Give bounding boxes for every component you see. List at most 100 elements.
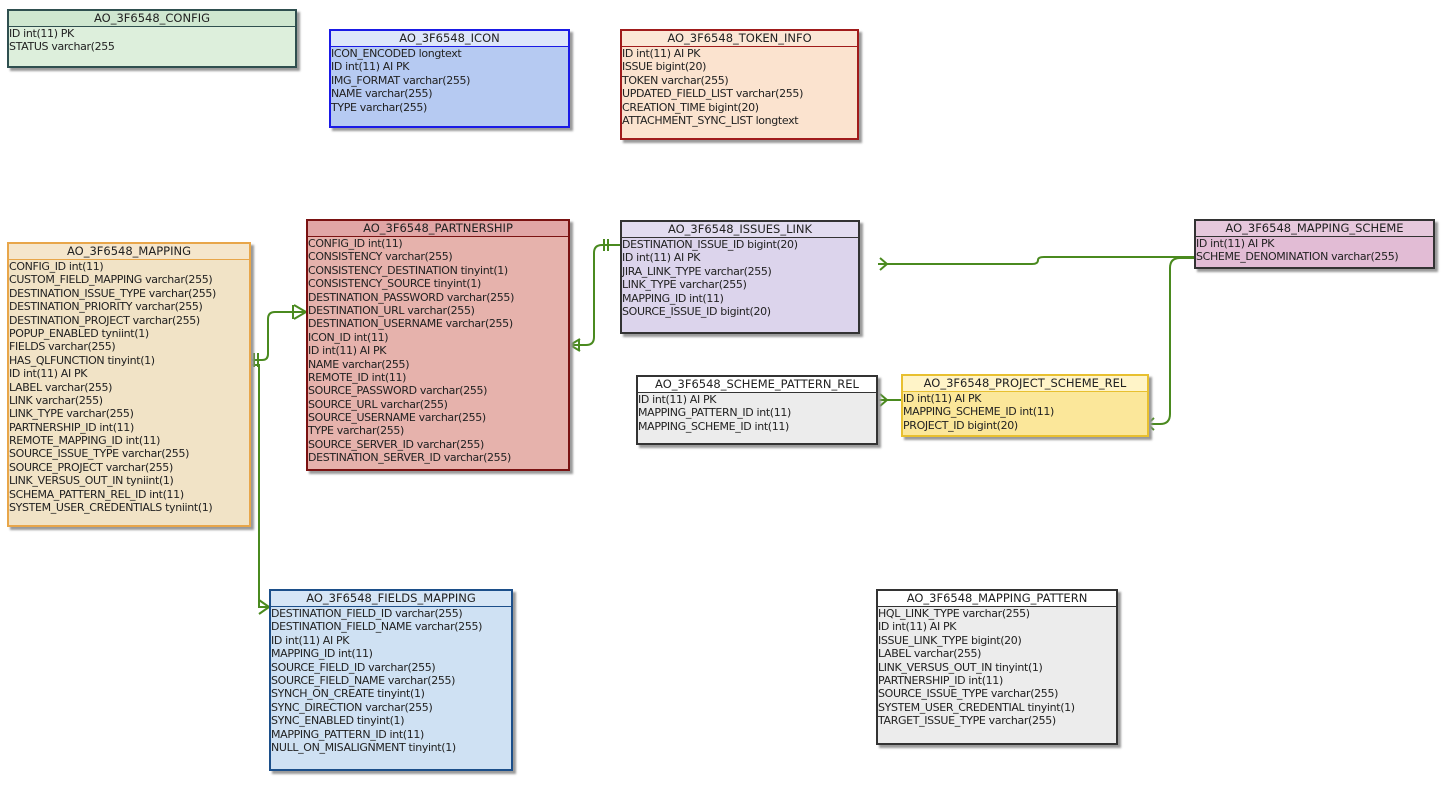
table-column: DESTINATION_PASSWORD varchar(255) <box>308 290 515 304</box>
table-column: TYPE varchar(255) <box>308 424 404 438</box>
table-column: SOURCE_FIELD_ID varchar(255) <box>271 660 436 674</box>
table-column: DESTINATION_PRIORITY varchar(255) <box>9 300 203 314</box>
table-column: ID int(11) AI PK <box>271 633 350 647</box>
table-column: ID int(11) AI PK <box>903 392 982 405</box>
table-column: JIRA_LINK_TYPE varchar(255) <box>622 264 772 278</box>
table-title: AO_3F6548_MAPPING_SCHEME <box>1196 221 1433 237</box>
table-scheme-pattern-rel[interactable]: AO_3F6548_SCHEME_PATTERN_REL ID int(11) … <box>636 375 878 445</box>
column-list: DESTINATION_ISSUE_ID bigint(20)ID int(11… <box>622 238 858 318</box>
table-mapping-pattern[interactable]: AO_3F6548_MAPPING_PATTERN HQL_LINK_TYPE … <box>876 589 1118 745</box>
table-column: HQL_LINK_TYPE varchar(255) <box>878 607 1030 620</box>
table-title: AO_3F6548_CONFIG <box>9 11 295 27</box>
connector-mapping-scheme-link <box>878 256 1194 265</box>
table-column: ID int(11) AI PK <box>331 60 410 74</box>
table-column: CONSISTENCY_DESTINATION tinyint(1) <box>308 263 508 277</box>
table-column: CONSISTENCY_SOURCE tinyint(1) <box>308 277 481 291</box>
table-column: DESTINATION_ISSUE_TYPE varchar(255) <box>9 286 216 300</box>
table-column: MAPPING_ID int(11) <box>622 291 724 305</box>
table-column: SOURCE_SERVER_ID varchar(255) <box>308 437 484 451</box>
table-column: NULL_ON_MISALIGNMENT tinyint(1) <box>271 740 456 754</box>
column-list: CONFIG_ID int(11)CONSISTENCY varchar(255… <box>308 237 568 465</box>
table-column: PARTNERSHIP_ID int(11) <box>9 420 134 434</box>
table-column: DESTINATION_PROJECT varchar(255) <box>9 313 200 327</box>
column-list: CONFIG_ID int(11)CUSTOM_FIELD_MAPPING va… <box>9 260 249 514</box>
connector-partnership-issues-link <box>570 244 620 346</box>
table-column: MAPPING_PATTERN_ID int(11) <box>271 727 424 741</box>
table-column: MAPPING_PATTERN_ID int(11) <box>638 406 791 420</box>
table-column: LINK_TYPE varchar(255) <box>9 407 134 421</box>
table-column: ID int(11) AI PK <box>622 47 701 60</box>
table-column: ICON_ENCODED longtext <box>331 47 462 60</box>
connector-partnership-issues-link-crowfoot <box>569 338 581 352</box>
table-column: NAME varchar(255) <box>331 87 433 101</box>
table-column: SOURCE_PROJECT varchar(255) <box>9 460 173 474</box>
table-column: SYNC_DIRECTION varchar(255) <box>271 700 433 714</box>
table-column: ID int(11) AI PK <box>9 367 88 381</box>
table-column: DESTINATION_USERNAME varchar(255) <box>308 317 513 331</box>
table-column: DESTINATION_URL varchar(255) <box>308 303 475 317</box>
table-column: SOURCE_URL varchar(255) <box>308 397 448 411</box>
connector-partnership-issues-link-mark <box>603 239 609 251</box>
table-title: AO_3F6548_ICON <box>331 31 568 47</box>
connector-mapping-fields-mapping-crowfoot <box>258 599 270 615</box>
table-title: AO_3F6548_ISSUES_LINK <box>622 222 858 238</box>
table-partnership[interactable]: AO_3F6548_PARTNERSHIP CONFIG_ID int(11)C… <box>306 219 570 471</box>
column-list: DESTINATION_FIELD_ID varchar(255)DESTINA… <box>271 607 511 754</box>
table-column: STATUS varchar(255 <box>9 40 115 54</box>
table-column: UPDATED_FIELD_LIST varchar(255) <box>622 87 804 101</box>
table-column: DESTINATION_FIELD_ID varchar(255) <box>271 607 463 620</box>
table-fields-mapping[interactable]: AO_3F6548_FIELDS_MAPPING DESTINATION_FIE… <box>269 589 513 771</box>
table-project-scheme-rel[interactable]: AO_3F6548_PROJECT_SCHEME_REL ID int(11) … <box>901 374 1149 437</box>
table-column: SYNCH_ON_CREATE tinyint(1) <box>271 687 425 701</box>
table-column: LABEL varchar(255) <box>9 380 113 394</box>
table-column: CONSISTENCY varchar(255) <box>308 250 453 264</box>
table-column: SOURCE_ISSUE_TYPE varchar(255) <box>878 687 1059 701</box>
table-column: FIELDS varchar(255) <box>9 340 116 354</box>
table-column: CONFIG_ID int(11) <box>9 260 104 273</box>
table-column: ID int(11) AI PK <box>622 251 701 265</box>
table-mapping-scheme[interactable]: AO_3F6548_MAPPING_SCHEME ID int(11) AI P… <box>1194 219 1435 269</box>
table-column: SYSTEM_USER_CREDENTIALS tyniint(1) <box>9 501 213 515</box>
table-column: DESTINATION_ISSUE_ID bigint(20) <box>622 238 798 251</box>
table-mapping[interactable]: AO_3F6548_MAPPING CONFIG_ID int(11)CUSTO… <box>7 242 251 527</box>
table-column: LINK_TYPE varchar(255) <box>622 278 747 292</box>
table-column: SYNC_ENABLED tinyint(1) <box>271 714 405 728</box>
table-column: SOURCE_ISSUE_ID bigint(20) <box>622 304 771 318</box>
table-title: AO_3F6548_MAPPING <box>9 244 249 260</box>
table-column: SCHEMA_PATTERN_REL_ID int(11) <box>9 487 184 501</box>
table-column: HAS_QLFUNCTION tinyint(1) <box>9 353 155 367</box>
table-title: AO_3F6548_TOKEN_INFO <box>622 31 857 47</box>
connector-mapping-partnership-mark <box>253 353 259 367</box>
table-column: CONFIG_ID int(11) <box>308 237 403 250</box>
table-title: AO_3F6548_PARTNERSHIP <box>308 221 568 237</box>
connector-mapping-partnership <box>251 311 306 361</box>
connector-mapping-scheme-project <box>1149 257 1194 425</box>
table-title: AO_3F6548_FIELDS_MAPPING <box>271 591 511 607</box>
table-column: ID int(11) AI PK <box>1196 237 1275 250</box>
table-column: POPUP_ENABLED tyniint(1) <box>9 326 149 340</box>
connector-scheme-pattern-project-arrow <box>879 393 889 407</box>
table-title: AO_3F6548_PROJECT_SCHEME_REL <box>903 376 1147 392</box>
table-column: ISSUE_LINK_TYPE bigint(20) <box>878 633 1022 647</box>
table-column: SOURCE_ISSUE_TYPE varchar(255) <box>9 447 190 461</box>
table-column: NAME varchar(255) <box>308 357 410 371</box>
connector-mapping-fields-mapping <box>251 364 269 608</box>
table-column: SOURCE_USERNAME varchar(255) <box>308 411 486 425</box>
table-title: AO_3F6548_MAPPING_PATTERN <box>878 591 1116 607</box>
table-column: ICON_ID int(11) <box>308 330 389 344</box>
table-column: TYPE varchar(255) <box>331 100 427 114</box>
table-column: REMOTE_ID int(11) <box>308 370 407 384</box>
table-column: SCHEME_DENOMINATION varchar(255) <box>1196 250 1399 264</box>
table-issues-link[interactable]: AO_3F6548_ISSUES_LINK DESTINATION_ISSUE_… <box>620 220 860 334</box>
table-column: ID int(11) PK <box>9 27 74 40</box>
table-column: MAPPING_SCHEME_ID int(11) <box>903 405 1054 419</box>
table-column: PARTNERSHIP_ID int(11) <box>878 673 1003 687</box>
